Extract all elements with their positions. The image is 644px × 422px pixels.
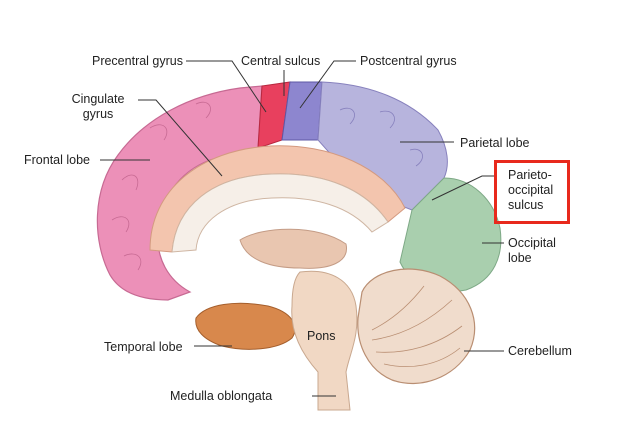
label-parieto-occipital-sulcus: Parieto- occipital sulcus bbox=[508, 168, 554, 212]
label-cingulate-gyrus: Cingulate gyrus bbox=[71, 92, 125, 121]
diencephalon bbox=[239, 228, 347, 269]
label-occipital-lobe: Occipital lobe bbox=[508, 236, 556, 265]
cerebellum-region bbox=[357, 268, 476, 385]
parietal-texture bbox=[339, 107, 423, 167]
label-central-sulcus: Central sulcus bbox=[241, 54, 321, 68]
leader-precentral bbox=[186, 60, 267, 113]
gyri-texture bbox=[111, 101, 211, 271]
leader-lines bbox=[100, 60, 504, 397]
label-cerebellum: Cerebellum bbox=[508, 344, 572, 358]
cerebellum-folia bbox=[371, 285, 463, 367]
label-parietal-lobe: Parietal lobe bbox=[460, 136, 530, 150]
label-frontal-lobe: Frontal lobe bbox=[24, 153, 91, 167]
label-pons: Pons bbox=[307, 329, 336, 343]
brainstem bbox=[291, 270, 358, 411]
temporal-lobe-region bbox=[195, 302, 296, 350]
label-temporal-lobe: Temporal lobe bbox=[104, 340, 183, 354]
label-postcentral-gyrus: Postcentral gyrus bbox=[360, 54, 457, 68]
highlight-box bbox=[494, 160, 570, 224]
leader-parieto-occipital bbox=[431, 175, 494, 201]
leader-cingulate bbox=[138, 99, 223, 177]
label-precentral-gyrus: Precentral gyrus bbox=[91, 54, 183, 68]
label-medulla-oblongata: Medulla oblongata bbox=[170, 389, 273, 403]
corpus-callosum bbox=[171, 173, 389, 253]
leader-postcentral bbox=[299, 60, 356, 109]
